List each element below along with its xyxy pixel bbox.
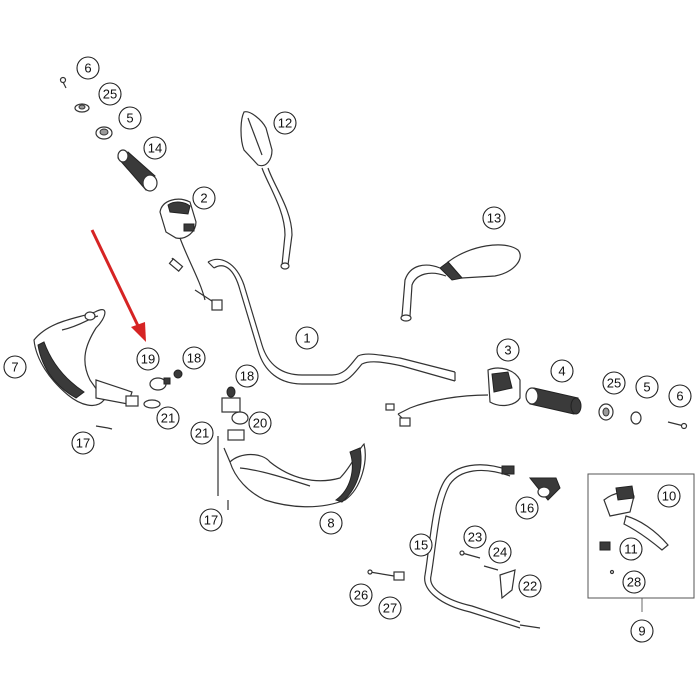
svg-text:8: 8 [327, 516, 334, 531]
hand-guard-left-part [33, 309, 133, 407]
svg-text:18: 18 [187, 351, 201, 366]
label-27: 27 [378, 596, 402, 620]
right-small-parts [598, 403, 688, 430]
left-mount-parts [95, 369, 183, 430]
label-15: 15 [409, 533, 433, 557]
label-8: 8 [319, 511, 343, 535]
clutch-cable-part [424, 464, 541, 629]
svg-text:21: 21 [195, 426, 209, 441]
mirror-right-part [400, 244, 521, 322]
label-6-left: 6 [76, 56, 100, 80]
svg-text:6: 6 [84, 61, 91, 76]
svg-text:5: 5 [643, 380, 650, 395]
label-17-left: 17 [71, 431, 95, 455]
svg-text:1: 1 [303, 331, 310, 346]
left-small-parts [59, 76, 113, 140]
svg-text:21: 21 [161, 411, 175, 426]
label-22: 22 [518, 574, 542, 598]
svg-text:15: 15 [414, 538, 428, 553]
label-18-right: 18 [235, 364, 259, 388]
svg-text:19: 19 [141, 352, 155, 367]
label-18-left: 18 [182, 346, 206, 370]
label-21-left: 21 [156, 406, 180, 430]
label-11: 11 [619, 537, 643, 561]
svg-text:6: 6 [676, 389, 683, 404]
svg-text:25: 25 [103, 87, 117, 102]
hand-guard-right-part [229, 442, 366, 508]
handlebar-part [207, 258, 456, 385]
svg-text:4: 4 [558, 364, 565, 379]
label-28: 28 [622, 570, 646, 594]
left-grip-part [117, 149, 158, 192]
cable-fitting-part [528, 477, 561, 501]
svg-text:13: 13 [487, 211, 501, 226]
label-5-right: 5 [635, 375, 659, 399]
svg-text:26: 26 [354, 588, 368, 603]
right-switch-part [385, 367, 521, 427]
left-switch-part [159, 198, 223, 311]
svg-text:5: 5 [126, 111, 133, 126]
clutch-small-parts [459, 550, 516, 600]
svg-text:11: 11 [624, 542, 638, 557]
svg-text:12: 12 [278, 116, 292, 131]
label-21-right: 21 [190, 421, 214, 445]
label-24: 24 [488, 540, 512, 564]
label-9: 9 [630, 619, 654, 643]
svg-text:17: 17 [204, 513, 218, 528]
svg-text:17: 17 [76, 436, 90, 451]
right-grip-part [525, 387, 582, 415]
lever-assembly-box [587, 473, 695, 612]
label-26: 26 [349, 583, 373, 607]
svg-text:27: 27 [383, 601, 397, 616]
label-7: 7 [3, 355, 27, 379]
svg-text:25: 25 [607, 376, 621, 391]
label-16: 16 [515, 496, 539, 520]
label-3: 3 [496, 338, 520, 362]
label-5-left: 5 [118, 106, 142, 130]
svg-text:9: 9 [638, 624, 645, 639]
svg-text:22: 22 [523, 579, 537, 594]
bracket-parts [367, 569, 405, 581]
label-12: 12 [273, 111, 297, 135]
label-25-right: 25 [602, 371, 626, 395]
svg-text:16: 16 [520, 501, 534, 516]
label-2: 2 [192, 186, 216, 210]
label-6-right: 6 [668, 384, 692, 408]
svg-text:24: 24 [493, 545, 507, 560]
label-19: 19 [136, 347, 160, 371]
label-4: 4 [550, 359, 574, 383]
svg-text:18: 18 [240, 369, 254, 384]
mirror-left-part [240, 111, 293, 270]
label-17-right: 17 [199, 508, 223, 532]
callout-labels: 6 25 5 14 2 12 13 1 3 4 25 5 6 7 19 18 1… [3, 56, 692, 643]
label-14: 14 [143, 136, 167, 160]
svg-text:2: 2 [200, 191, 207, 206]
label-20: 20 [248, 411, 272, 435]
label-13: 13 [482, 206, 506, 230]
svg-text:7: 7 [11, 360, 18, 375]
label-10: 10 [657, 484, 681, 508]
right-mount-parts [217, 386, 249, 510]
label-1: 1 [295, 326, 319, 350]
svg-text:14: 14 [148, 141, 162, 156]
svg-text:10: 10 [662, 489, 676, 504]
label-25-left: 25 [98, 82, 122, 106]
svg-text:28: 28 [627, 575, 641, 590]
highlight-arrow [90, 229, 146, 342]
label-23: 23 [463, 525, 487, 549]
svg-text:3: 3 [504, 343, 511, 358]
svg-text:23: 23 [468, 530, 482, 545]
svg-text:20: 20 [253, 416, 267, 431]
